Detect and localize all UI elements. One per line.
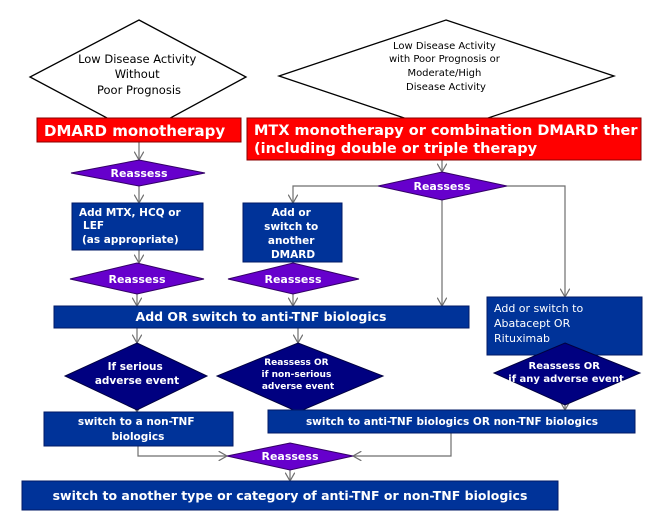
mtx-combination-box: MTX monotherapy or combination DMARD the… [246, 117, 643, 161]
reassess-diamond-5: Reassess [226, 442, 354, 471]
svg-text:Low Disease Activity wit: Low Disease Activity with Poor Prognosis… [389, 41, 503, 93]
connectors [137, 118, 565, 481]
svg-text:Add MTX, HCQ or LEF: Add MTX, HCQ or LEF (as appropriate) [79, 207, 184, 246]
reassess-diamond-2: Reassess [377, 171, 508, 201]
svg-text:Add OR switch to anti-TNF biol: Add OR switch to anti-TNF biologics [136, 309, 387, 324]
switch-non-tnf-box: switch to a non-TNF biologics [43, 411, 234, 447]
svg-text:Reassess: Reassess [261, 450, 318, 463]
svg-text:If serious adverse event: If serious adverse event [95, 361, 179, 387]
add-mtx-box: Add MTX, HCQ or LEF (as appropriate) [71, 202, 204, 251]
add-dmard-box: Add or switch to another DMARD [242, 202, 343, 263]
start-right-diamond: Low Disease Activity with Poor Prognosis… [276, 19, 617, 133]
abatacept-box: Add or switch to Abatacept OR Rituximab [486, 296, 643, 356]
svg-text:Low Disease Activity Wit: Low Disease Activity Without Poor Progno… [78, 52, 200, 97]
start-left-diamond: Low Disease Activity Without Poor Progno… [28, 19, 248, 136]
svg-text:Reassess OR if non-serio: Reassess OR if non-serious adverse event [262, 358, 335, 392]
reassess-diamond-4: Reassess [227, 262, 360, 295]
anti-tnf-box: Add OR switch to anti-TNF biologics [53, 305, 470, 329]
reassess-diamond-1: Reassess [70, 159, 206, 187]
svg-text:Add or switch to a: Add or switch to another DMARD [264, 207, 322, 261]
svg-text:Reassess: Reassess [110, 167, 167, 180]
svg-text:DMARD monotherapy: DMARD monotherapy [44, 122, 225, 140]
svg-text:Reassess: Reassess [413, 180, 470, 193]
non-serious-adverse-diamond: Reassess OR if non-serious adverse event [215, 342, 385, 413]
switch-either-box: switch to anti-TNF biologics OR non-TNF … [267, 409, 636, 434]
any-adverse-diamond: Reassess OR if any adverse event [492, 342, 642, 406]
reassess-diamond-3: Reassess [69, 262, 205, 295]
dmard-monotherapy-box: DMARD monotherapy [36, 117, 242, 143]
svg-text:Add or switch to Abatace: Add or switch to Abatacept OR Rituximab [494, 302, 587, 345]
svg-text:Reassess: Reassess [264, 273, 321, 286]
svg-text:switch to anti-TNF biologics: switch to anti-TNF biologics OR non-TNF … [306, 416, 598, 428]
svg-text:switch to a non-TNF biol: switch to a non-TNF biologics [78, 416, 198, 443]
svg-text:switch to another type or cate: switch to another type or category of an… [53, 488, 528, 503]
final-switch-box: switch to another type or category of an… [21, 480, 559, 511]
svg-text:Reassess OR if any adver: Reassess OR if any adverse event [508, 361, 624, 385]
svg-text:Reassess: Reassess [108, 273, 165, 286]
svg-text:MTX monotherapy or combination: MTX monotherapy or combination DMARD the… [254, 123, 643, 157]
serious-adverse-diamond: If serious adverse event [63, 342, 209, 411]
